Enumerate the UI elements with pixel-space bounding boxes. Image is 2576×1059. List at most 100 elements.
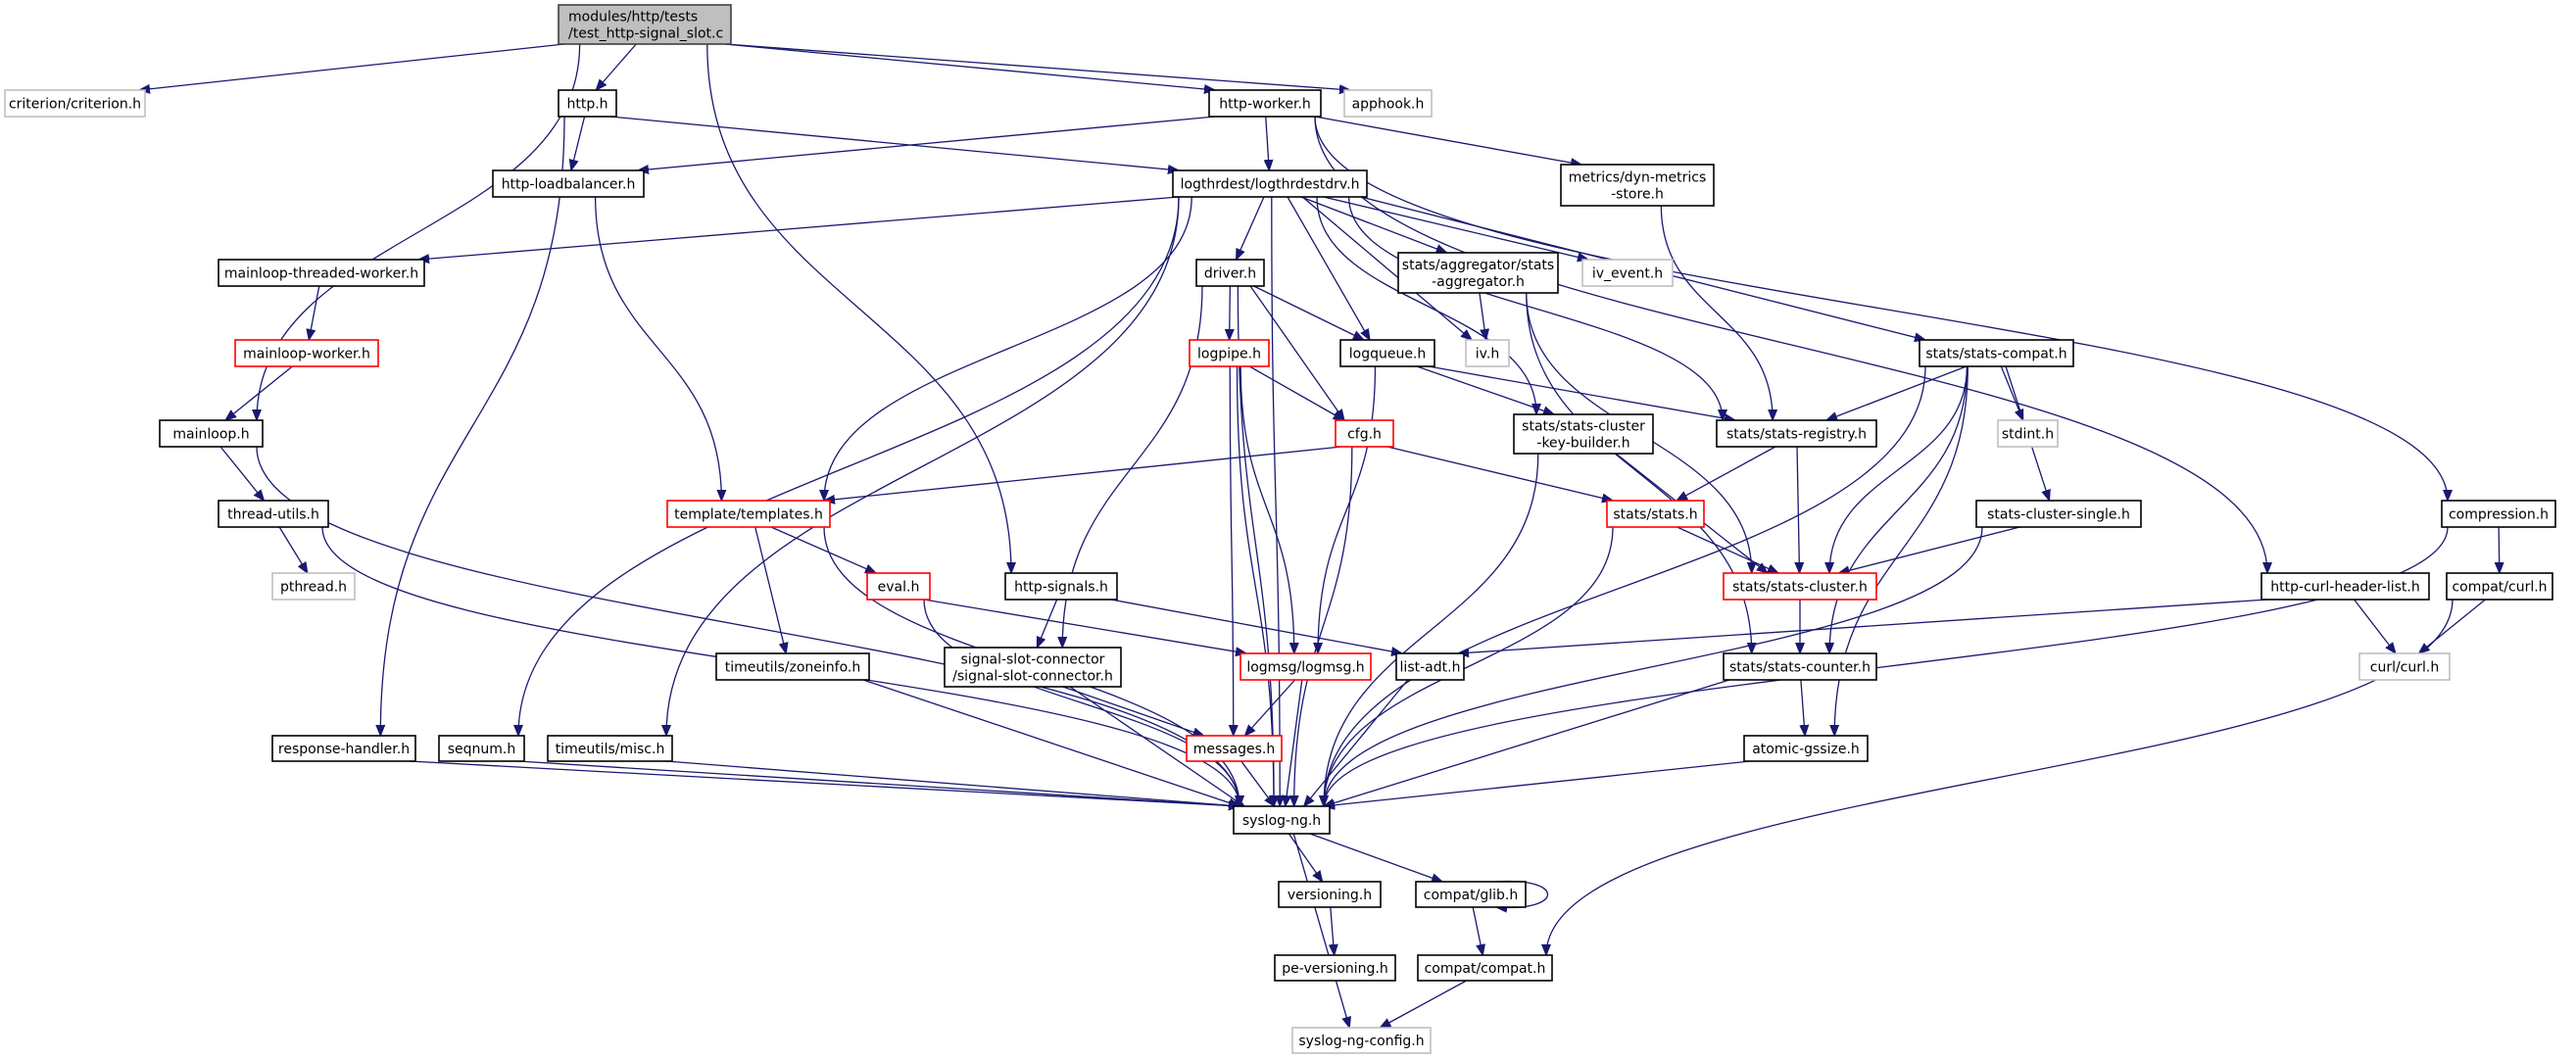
node-thread-utils[interactable]: thread-utils.h <box>218 500 329 528</box>
edge-atomic-gssize-to-syslog-ng <box>1324 760 1751 806</box>
node-templates[interactable]: template/templates.h <box>666 500 831 528</box>
node-http-loadbalancer[interactable]: http-loadbalancer.h <box>492 169 645 198</box>
node-box <box>944 647 1122 688</box>
edge-root-to-http-worker <box>724 43 1215 90</box>
node-logthrdestdrv[interactable]: logthrdest/logthrdestdrv.h <box>1172 169 1368 198</box>
node-compat-curl[interactable]: compat/curl.h <box>2446 572 2553 601</box>
edge-logthrdestdrv-to-seqnum <box>518 196 1180 736</box>
node-logpipe[interactable]: logpipe.h <box>1189 339 1270 367</box>
node-root[interactable]: modules/http/tests/test_http-signal_slot… <box>558 4 732 45</box>
node-logqueue[interactable]: logqueue.h <box>1339 339 1435 367</box>
node-http[interactable]: http.h <box>558 89 617 118</box>
node-box <box>2441 500 2556 528</box>
node-label: http-curl-header-list.h <box>2270 580 2419 596</box>
edge-stats-compat-to-stats-registry <box>1826 365 1968 420</box>
node-signal-slot-connector[interactable]: signal-slot-connector/signal-slot-connec… <box>944 647 1122 688</box>
edge-cfg-to-stats <box>1386 446 1613 501</box>
node-box <box>159 419 264 448</box>
node-box <box>1278 881 1382 908</box>
node-iv: iv.h <box>1465 339 1510 367</box>
edge-http-loadbalancer-to-templates <box>594 196 722 501</box>
edge-stats-compat-to-syslog-ng <box>1324 365 1926 806</box>
edge-http-to-logthrdestdrv <box>609 116 1179 170</box>
node-label: compat/glib.h <box>1424 888 1518 903</box>
node-timeutils-misc[interactable]: timeutils/misc.h <box>547 735 673 762</box>
node-box <box>1560 164 1715 207</box>
node-box <box>1465 339 1510 367</box>
node-label: logqueue.h <box>1349 347 1427 362</box>
node-curl-curl: curl/curl.h <box>2358 652 2451 681</box>
node-atomic-gssize[interactable]: atomic-gssize.h <box>1743 735 1869 762</box>
edge-dyn-metrics-to-stats-registry <box>1660 205 1773 420</box>
node-box <box>1395 652 1465 681</box>
node-box <box>1723 572 1877 601</box>
edge-stats-to-stats-cluster <box>1677 526 1778 573</box>
node-stats-counter[interactable]: stats/stats-counter.h <box>1723 652 1877 681</box>
node-key-builder[interactable]: stats/stats-cluster-key-builder.h <box>1513 413 1654 455</box>
node-label: eval.h <box>878 580 920 596</box>
node-label: stats/stats-registry.h <box>1726 427 1867 443</box>
node-label: thread-utils.h <box>227 507 319 523</box>
node-label: template/templates.h <box>674 507 823 523</box>
node-label: list-adt.h <box>1400 660 1461 676</box>
node-mainloop-worker[interactable]: mainloop-worker.h <box>234 339 379 367</box>
node-syslog-ng[interactable]: syslog-ng.h <box>1233 805 1331 835</box>
node-messages[interactable]: messages.h <box>1186 735 1283 762</box>
node-cfg[interactable]: cfg.h <box>1335 419 1394 448</box>
node-compat-glib[interactable]: compat/glib.h <box>1415 881 1527 908</box>
edge-versioning-to-pe-versioning <box>1331 906 1335 955</box>
node-box <box>1172 169 1368 198</box>
node-box <box>1415 881 1527 908</box>
node-http-worker[interactable]: http-worker.h <box>1208 89 1322 118</box>
node-compression[interactable]: compression.h <box>2441 500 2556 528</box>
node-box <box>1397 252 1559 294</box>
edge-stats-compat-to-stats-cluster <box>1829 365 1968 573</box>
node-label: -key-builder.h <box>1536 436 1629 452</box>
node-stats-aggregator[interactable]: stats/aggregator/stats-aggregator.h <box>1397 252 1559 294</box>
edge-logthrdestdrv-to-mainloop-threaded-worker <box>418 196 1180 260</box>
node-stats-compat[interactable]: stats/stats-compat.h <box>1919 339 2074 367</box>
node-pe-versioning[interactable]: pe-versioning.h <box>1274 954 1396 982</box>
edge-logthrdestdrv-to-key-builder <box>1316 196 1536 414</box>
node-stats[interactable]: stats/stats.h <box>1606 500 1705 528</box>
edge-logpipe-to-cfg <box>1248 365 1344 420</box>
node-response-handler[interactable]: response-handler.h <box>271 735 416 762</box>
edge-root-to-http-signals <box>706 43 1011 573</box>
node-zoneinfo[interactable]: timeutils/zoneinfo.h <box>715 652 870 681</box>
node-http-signals[interactable]: http-signals.h <box>1004 572 1118 601</box>
node-label: modules/http/tests <box>568 10 698 25</box>
node-http-curl-header-list[interactable]: http-curl-header-list.h <box>2260 572 2430 601</box>
node-mainloop-threaded-worker[interactable]: mainloop-threaded-worker.h <box>218 259 425 287</box>
node-list-adt[interactable]: list-adt.h <box>1395 652 1465 681</box>
node-box <box>1335 419 1394 448</box>
node-box <box>1513 413 1654 455</box>
node-label: messages.h <box>1193 742 1276 757</box>
node-stats-cluster[interactable]: stats/stats-cluster.h <box>1723 572 1877 601</box>
node-logmsg[interactable]: logmsg/logmsg.h <box>1239 652 1372 681</box>
node-box <box>218 259 425 287</box>
node-label: logmsg/logmsg.h <box>1246 660 1364 676</box>
node-box <box>2358 652 2451 681</box>
edge-compat-glib-to-compat-compat <box>1472 906 1482 955</box>
node-label: stats/stats.h <box>1613 507 1697 523</box>
node-stats-registry[interactable]: stats/stats-registry.h <box>1716 419 1877 448</box>
edge-logqueue-to-logmsg <box>1318 365 1377 653</box>
node-label: cfg.h <box>1347 427 1382 443</box>
node-label: /test_http-signal_slot.c <box>568 26 723 42</box>
node-seqnum[interactable]: seqnum.h <box>438 735 525 762</box>
node-dyn-metrics[interactable]: metrics/dyn-metrics-store.h <box>1560 164 1715 207</box>
node-compat-compat[interactable]: compat/compat.h <box>1417 954 1553 982</box>
node-label: compat/curl.h <box>2452 580 2547 596</box>
node-box <box>558 4 732 45</box>
edge-syslog-ng-to-compat-glib <box>1309 833 1442 882</box>
node-versioning[interactable]: versioning.h <box>1278 881 1382 908</box>
edge-http-signals-to-list-adt <box>1110 599 1402 653</box>
node-eval[interactable]: eval.h <box>866 572 931 601</box>
node-label: stats/aggregator/stats <box>1402 258 1554 273</box>
node-mainloop[interactable]: mainloop.h <box>159 419 264 448</box>
node-driver[interactable]: driver.h <box>1195 259 1265 287</box>
node-label: iv_event.h <box>1592 266 1663 282</box>
edge-logthrdestdrv-to-stats-registry <box>1347 196 1723 420</box>
node-stats-cluster-single[interactable]: stats-cluster-single.h <box>1975 500 2142 528</box>
node-box <box>234 339 379 367</box>
